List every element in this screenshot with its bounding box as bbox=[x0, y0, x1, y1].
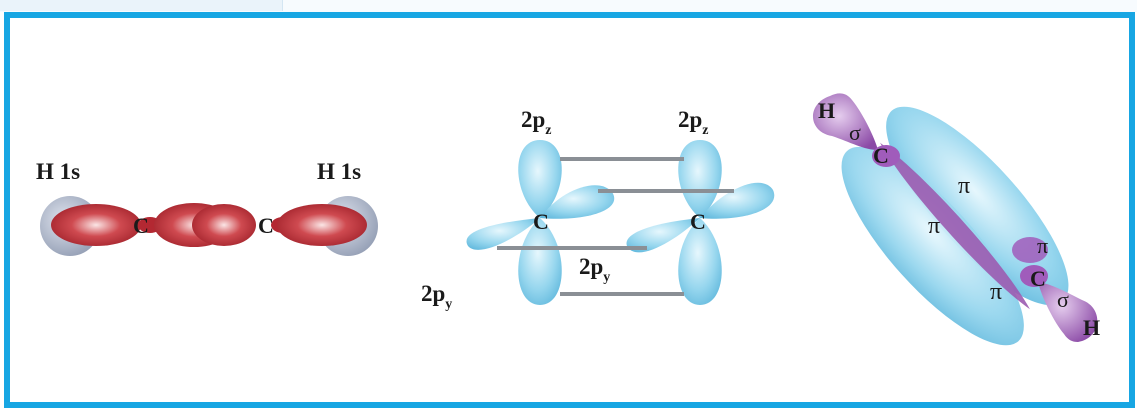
pz-right-label: 2pz bbox=[678, 107, 709, 138]
top-strip bbox=[0, 0, 1137, 12]
pi-bond-panel: H σ C π π π π C σ H bbox=[812, 93, 1100, 346]
top-tab bbox=[0, 0, 283, 11]
h-top-label: H bbox=[818, 98, 835, 123]
right-py-back-lobe bbox=[700, 182, 775, 219]
pi-label-4: π bbox=[990, 279, 1002, 305]
carbon-top-label: C bbox=[873, 143, 889, 168]
right-py-front-lobe bbox=[626, 218, 700, 253]
right-pz-upper-lobe bbox=[678, 140, 722, 218]
pi-label-1: π bbox=[958, 173, 970, 199]
carbon-right-label: C bbox=[258, 213, 274, 238]
py-overlap-bar-lower bbox=[497, 246, 647, 250]
carbon-right-label: C bbox=[690, 209, 706, 234]
pi-cloud-lower bbox=[841, 146, 1024, 346]
left-pz-upper-lobe bbox=[518, 140, 562, 218]
pi-label-2: π bbox=[928, 213, 940, 239]
c-c-sigma-right-lobe bbox=[192, 204, 256, 246]
pz-overlap-bar-top bbox=[560, 157, 684, 161]
py-mid-label: 2py bbox=[579, 254, 610, 285]
left-pz-lower-lobe bbox=[518, 218, 562, 305]
py-left-label: 2py bbox=[421, 281, 452, 312]
c-c-sigma-band bbox=[880, 142, 1030, 310]
sigma-bottom-label: σ bbox=[1057, 287, 1069, 312]
left-py-back-lobe bbox=[540, 185, 615, 219]
carbon-left-label: C bbox=[533, 209, 549, 234]
carbon-left-label: C bbox=[133, 213, 149, 238]
sigma-top-label: σ bbox=[849, 120, 861, 145]
left-py-front-lobe bbox=[466, 218, 540, 250]
pi-lobe-small-right bbox=[1012, 237, 1048, 263]
h-1s-left-label: H 1s bbox=[36, 159, 80, 184]
pz-left-label: 2pz bbox=[521, 107, 552, 138]
c-sp2-left-outer-lobe bbox=[51, 204, 141, 246]
c-sp2-right-outer-lobe bbox=[277, 204, 367, 246]
carbon-bottom-lobe bbox=[1020, 265, 1048, 287]
carbon-top-lobe bbox=[872, 145, 900, 167]
sigma-framework-panel: H 1s H 1s C C bbox=[36, 159, 378, 256]
h-bottom-label: H bbox=[1083, 315, 1100, 340]
p-orbitals-panel: C C 2pz 2pz 2py 2py bbox=[421, 107, 775, 312]
h-sigma-bottom-lobe bbox=[1038, 282, 1098, 342]
carbon-bottom-label: C bbox=[1030, 266, 1046, 291]
pz-overlap-bar-bottom bbox=[560, 292, 684, 296]
py-overlap-bar-upper bbox=[598, 189, 734, 193]
h-sigma-top-lobe bbox=[812, 93, 878, 150]
h-1s-right-label: H 1s bbox=[317, 159, 361, 184]
right-pz-lower-lobe bbox=[678, 218, 722, 305]
pi-label-3: π bbox=[1037, 233, 1048, 258]
